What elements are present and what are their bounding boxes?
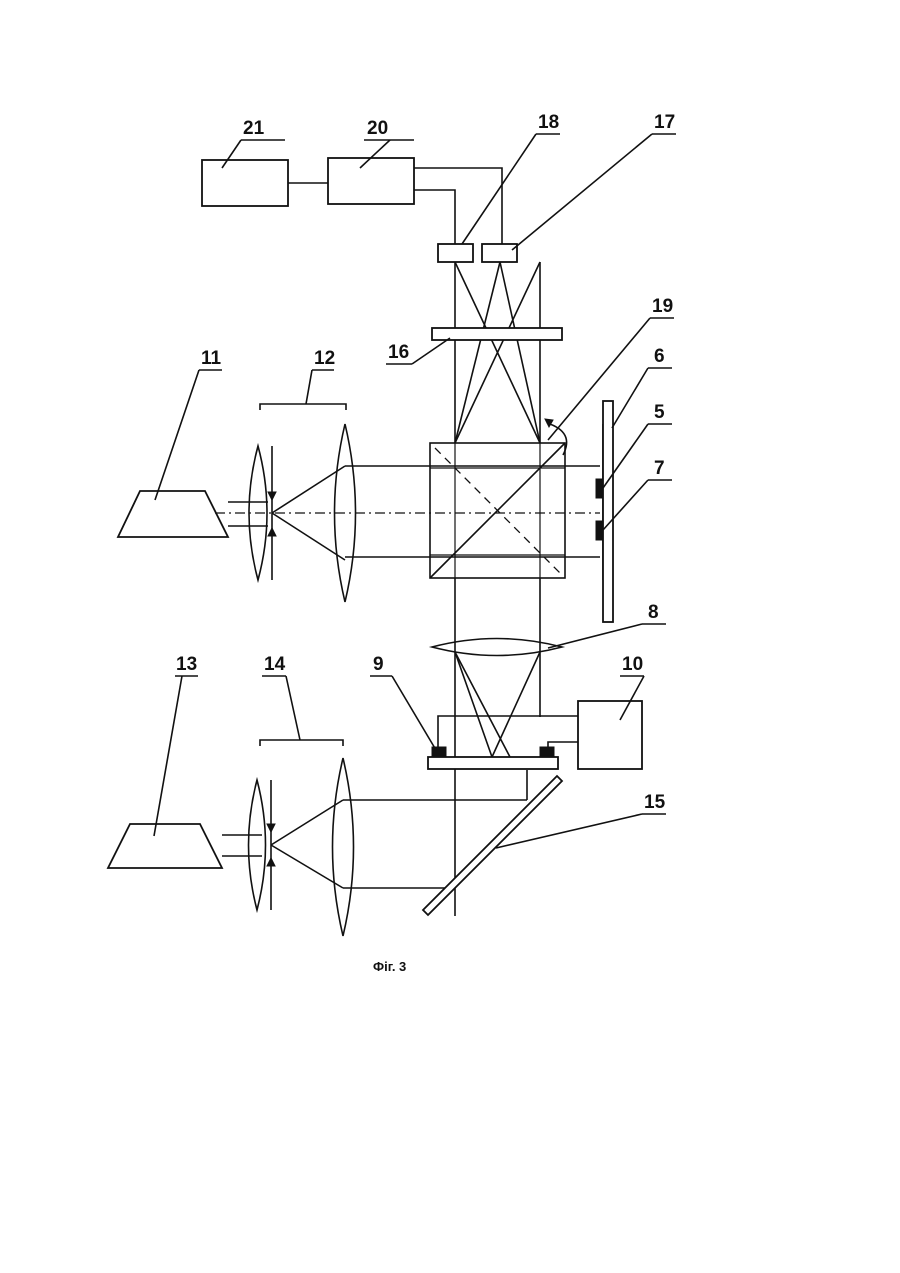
- source-11: [118, 491, 228, 537]
- label-6: 6: [654, 346, 665, 367]
- figure-caption: Фіг. 3: [373, 959, 406, 974]
- detector-17: [482, 244, 517, 262]
- label-16: 16: [388, 342, 409, 363]
- block-10: [578, 701, 642, 769]
- label-13: 13: [176, 654, 197, 675]
- piezo-left: [432, 747, 446, 757]
- label-10: 10: [622, 654, 643, 675]
- lens-14-small: [249, 780, 266, 910]
- block-21: [202, 160, 288, 206]
- label-8: 8: [648, 602, 659, 623]
- wire-20-17: [414, 168, 502, 244]
- wire-20-18: [414, 190, 455, 244]
- label-15: 15: [644, 792, 666, 813]
- block-20: [328, 158, 414, 204]
- mark-7: [596, 521, 603, 540]
- label-18: 18: [538, 112, 559, 133]
- label-11: 11: [201, 348, 222, 369]
- ray-2: [500, 262, 540, 443]
- piezo-right: [540, 747, 554, 757]
- plate-6: [603, 401, 613, 622]
- mirror-15: [423, 776, 562, 915]
- label-20: 20: [367, 118, 388, 139]
- label-9: 9: [373, 654, 384, 675]
- mark-5: [596, 479, 603, 498]
- label-19: 19: [652, 296, 673, 317]
- label-17: 17: [654, 112, 675, 133]
- label-21: 21: [243, 118, 265, 139]
- plate-16: [432, 328, 562, 340]
- source-13: [108, 824, 222, 868]
- label-14: 14: [264, 654, 286, 675]
- bracket-14: [260, 740, 343, 746]
- bracket-12: [260, 404, 346, 410]
- detector-18: [438, 244, 473, 262]
- label-12: 12: [314, 348, 335, 369]
- lens-14-large: [333, 758, 354, 936]
- stage-9: [428, 757, 558, 769]
- ray-1: [455, 262, 500, 443]
- lens-8: [432, 639, 562, 656]
- label-5: 5: [654, 402, 665, 423]
- label-7: 7: [654, 458, 665, 479]
